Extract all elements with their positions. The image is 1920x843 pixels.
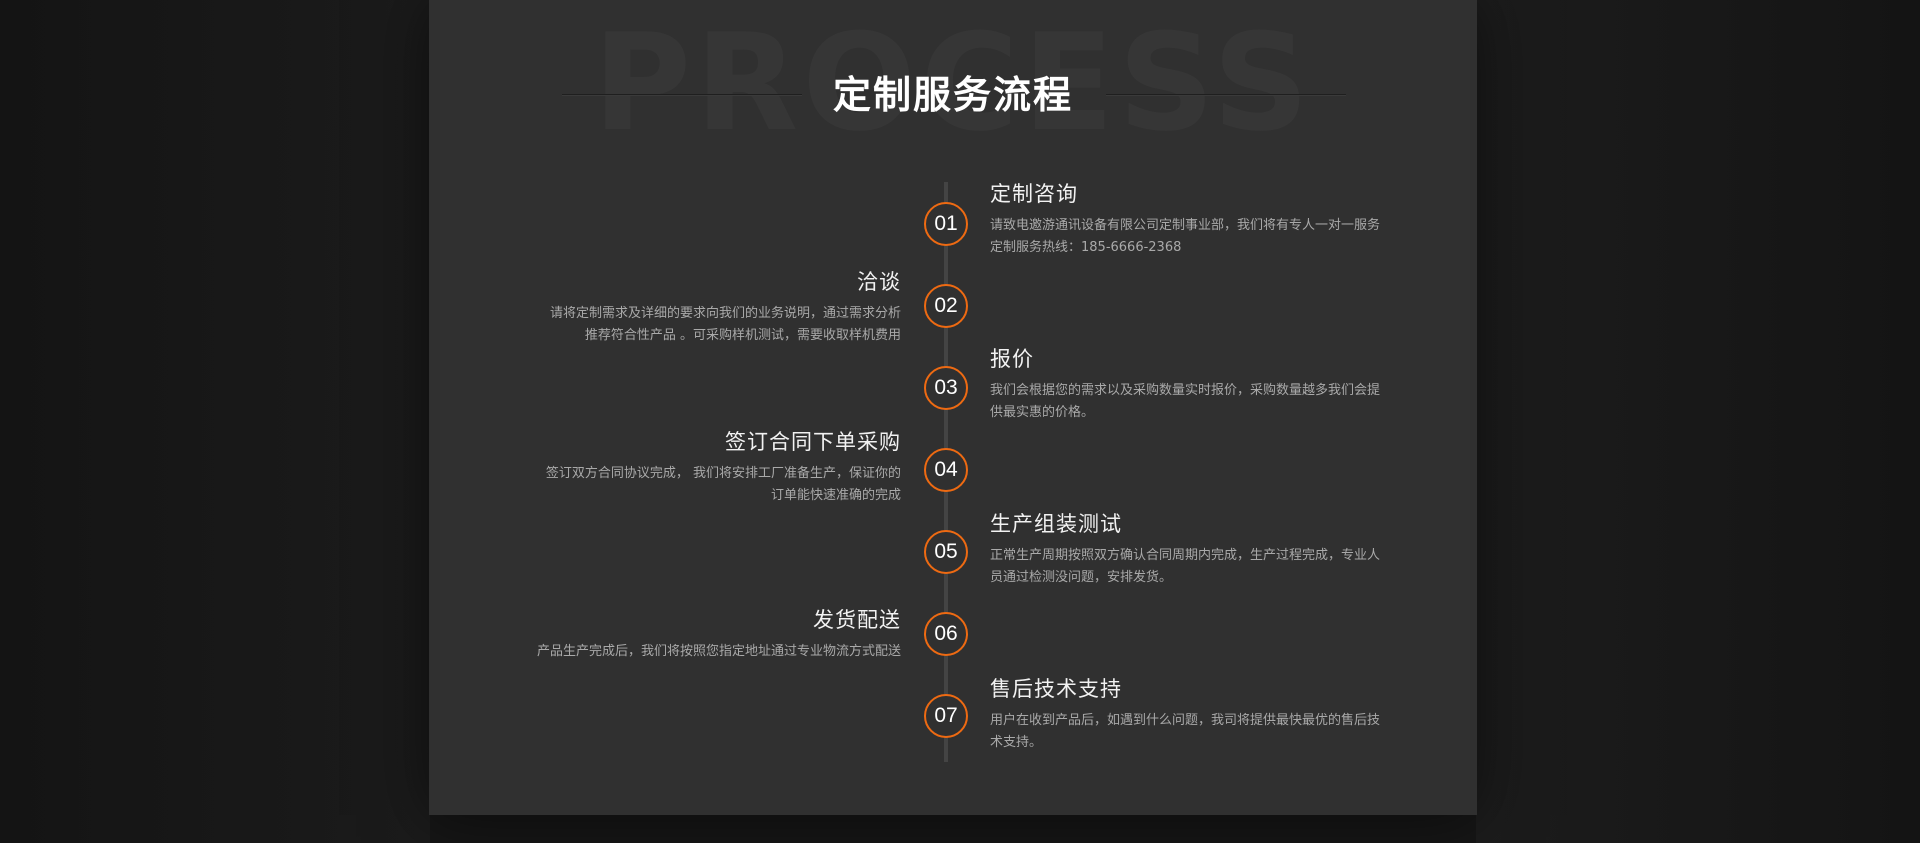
step-title: 发货配送	[813, 608, 901, 632]
page-background-right	[1476, 0, 1920, 843]
step-item: 签订合同下单采购 签订双方合同协议完成， 我们将安排工厂准备生产，保证你的 订单…	[481, 427, 901, 507]
step-item: 生产组装测试 正常生产周期按照双方确认合同周期内完成，生产过程完成，专业人 员通…	[990, 509, 1430, 589]
step-item: 售后技术支持 用户在收到产品后，如遇到什么问题，我司将提供最快最优的售后技 术支…	[990, 674, 1430, 754]
step-description-line: 正常生产周期按照双方确认合同周期内完成，生产过程完成，专业人	[990, 548, 1381, 563]
step-description-line: 签订双方合同协议完成， 我们将安排工厂准备生产，保证你的	[545, 466, 901, 481]
title-divider-right	[1106, 94, 1346, 95]
step-number-badge: 04	[924, 448, 968, 492]
title-row: 定制服务流程	[429, 70, 1477, 120]
step-description-line: 术支持。	[990, 735, 1043, 750]
step-description: 产品生产完成后，我们将按照您指定地址通过专业物流方式配送	[481, 641, 901, 663]
step-description: 请致电邀游通讯设备有限公司定制事业部，我们将有专人一对一服务 定制服务热线：18…	[990, 215, 1430, 259]
step-title: 报价	[990, 347, 1034, 371]
step-description-line: 产品生产完成后，我们将按照您指定地址通过专业物流方式配送	[536, 644, 901, 659]
step-description: 用户在收到产品后，如遇到什么问题，我司将提供最快最优的售后技 术支持。	[990, 710, 1430, 754]
step-title: 售后技术支持	[990, 677, 1122, 701]
step-number-badge: 07	[924, 694, 968, 738]
step-description-line: 请致电邀游通讯设备有限公司定制事业部，我们将有专人一对一服务	[990, 218, 1381, 233]
process-section: PROCESS 定制服务流程 01 定制咨询 请致电邀游通讯设备有限公司定制事业…	[429, 0, 1477, 815]
step-description: 请将定制需求及详细的要求向我们的业务说明，通过需求分析 推荐符合性产品 。可采购…	[481, 303, 901, 347]
title-divider-left	[562, 94, 802, 95]
step-description: 我们会根据您的需求以及采购数量实时报价，采购数量越多我们会提 供最实惠的价格。	[990, 380, 1430, 424]
step-item: 定制咨询 请致电邀游通讯设备有限公司定制事业部，我们将有专人一对一服务 定制服务…	[990, 179, 1430, 259]
step-description-line: 我们会根据您的需求以及采购数量实时报价，采购数量越多我们会提	[990, 383, 1381, 398]
step-number-badge: 06	[924, 612, 968, 656]
section-title: 定制服务流程	[832, 73, 1073, 117]
step-description: 正常生产周期按照双方确认合同周期内完成，生产过程完成，专业人 员通过检测没问题，…	[990, 545, 1430, 589]
step-description-line: 订单能快速准确的完成	[770, 488, 901, 503]
step-number-badge: 03	[924, 366, 968, 410]
step-item: 报价 我们会根据您的需求以及采购数量实时报价，采购数量越多我们会提 供最实惠的价…	[990, 344, 1430, 424]
step-item: 发货配送 产品生产完成后，我们将按照您指定地址通过专业物流方式配送	[481, 605, 901, 663]
step-description-line: 员通过检测没问题，安排发货。	[990, 570, 1173, 585]
page-background-left	[0, 0, 430, 843]
step-description-line: 用户在收到产品后，如遇到什么问题，我司将提供最快最优的售后技	[990, 713, 1381, 728]
step-title: 洽谈	[857, 270, 901, 294]
step-description-line: 供最实惠的价格。	[990, 405, 1095, 420]
step-number-badge: 02	[924, 284, 968, 328]
step-description-line: 请将定制需求及详细的要求向我们的业务说明，通过需求分析	[549, 306, 901, 321]
step-title: 签订合同下单采购	[725, 430, 901, 454]
step-title: 生产组装测试	[990, 512, 1122, 536]
step-description: 签订双方合同协议完成， 我们将安排工厂准备生产，保证你的 订单能快速准确的完成	[481, 463, 901, 507]
step-description-line: 定制服务热线：185-6666-2368	[990, 240, 1182, 255]
step-title: 定制咨询	[990, 182, 1078, 206]
step-item: 洽谈 请将定制需求及详细的要求向我们的业务说明，通过需求分析 推荐符合性产品 。…	[481, 267, 901, 347]
step-number-badge: 01	[924, 202, 968, 246]
step-description-line: 推荐符合性产品 。可采购样机测试，需要收取样机费用	[584, 328, 901, 343]
step-number-badge: 05	[924, 530, 968, 574]
watermark-text: PROCESS	[592, 5, 1314, 161]
